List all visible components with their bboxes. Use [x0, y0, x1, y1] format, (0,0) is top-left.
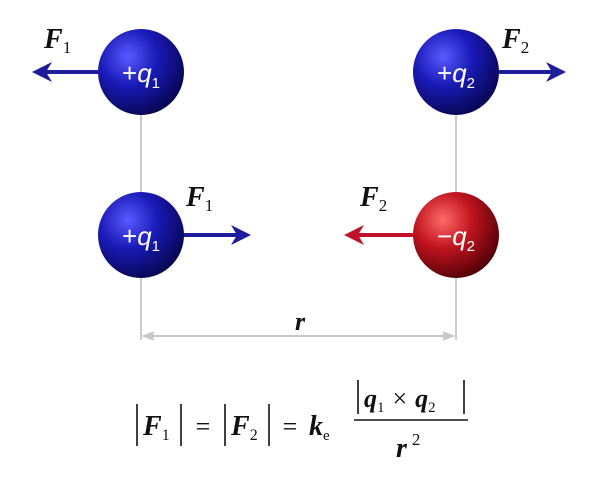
formula-equals-1: =: [196, 412, 211, 441]
charge-symbol: q: [137, 58, 152, 88]
numerator-q2: q: [415, 384, 428, 413]
bottom-right-charge-sphere: [413, 192, 499, 278]
charge-sign: −: [437, 221, 452, 251]
force-subscript: 2: [250, 427, 258, 444]
force-subscript: 2: [521, 38, 530, 57]
force-symbol: F: [142, 411, 162, 442]
force-symbol: F: [185, 182, 205, 213]
top-left-charge-sphere: [98, 29, 184, 115]
force-symbol: F: [501, 24, 521, 55]
charge-sign: +: [122, 221, 137, 251]
force-subscript: 2: [379, 196, 388, 215]
formula-force-2: F2: [230, 411, 258, 444]
numerator-q2-subscript: 2: [428, 400, 436, 416]
charge-symbol: q: [137, 221, 152, 251]
charge-subscript: 2: [467, 75, 475, 92]
charge-subscript: 2: [467, 238, 475, 255]
formula-force-1: F1: [142, 411, 170, 444]
bottom-left-force-label: F1: [185, 182, 213, 215]
force-symbol: F: [359, 182, 379, 213]
denominator-exponent: 2: [412, 430, 421, 449]
charge-symbol: q: [452, 58, 467, 88]
force-subscript: 1: [162, 427, 170, 444]
formula-equals-2: =: [283, 412, 298, 441]
coulomb-constant: ke: [309, 411, 330, 444]
charge-subscript: 1: [152, 238, 160, 255]
constant-subscript: e: [323, 428, 330, 444]
numerator-times: ×: [393, 384, 408, 413]
top-right-charge-sphere: [413, 29, 499, 115]
bottom-left-charge-sphere: [98, 192, 184, 278]
bottom-right-charge-label: −q2: [437, 221, 475, 255]
formula-numerator: q1×q2: [364, 384, 436, 416]
distance-label: r: [295, 307, 306, 336]
charge-sign: +: [437, 58, 452, 88]
numerator-q1-subscript: 1: [377, 400, 385, 416]
denominator-symbol: r: [396, 433, 408, 464]
top-right-charge-label: +q2: [437, 58, 475, 92]
charge-subscript: 1: [152, 75, 160, 92]
charge-sign: +: [122, 58, 137, 88]
bottom-right-force-label: F2: [359, 182, 387, 215]
top-left-charge-label: +q1: [122, 58, 160, 92]
force-subscript: 1: [63, 38, 72, 57]
force-subscript: 1: [205, 196, 214, 215]
top-right-force-label: F2: [501, 24, 529, 57]
numerator-q1: q: [364, 384, 377, 413]
top-left-force-label: F1: [43, 24, 71, 57]
force-symbol: F: [43, 24, 63, 55]
force-symbol: F: [230, 411, 250, 442]
charge-symbol: q: [452, 221, 467, 251]
constant-symbol: k: [309, 411, 323, 442]
bottom-left-charge-label: +q1: [122, 221, 160, 255]
